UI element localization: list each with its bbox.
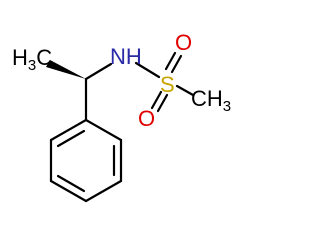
ch3-left-h: H [12, 45, 28, 70]
ch3-right-label: CH3 [191, 86, 231, 115]
ring-bond-6 [49, 118, 88, 142]
ch3-right-ch: CH [191, 86, 223, 111]
sulfur-label: S [160, 72, 175, 97]
s-o-bottom-bond-a [150, 90, 163, 110]
nh-label: NH [110, 44, 142, 69]
s-o-top-bond-b [170, 54, 183, 74]
nh-to-s-bond [134, 61, 161, 79]
ring-bond-4 [49, 179, 88, 203]
ring-inner-bond-2 [56, 129, 86, 148]
s-to-ch3-bond [175, 84, 195, 97]
structure-canvas: H3C NH S O O CH3 [12, 30, 232, 203]
ring-bond-3 [84, 179, 123, 203]
chiral-to-nh-bond [84, 62, 113, 81]
ch3-left-subscript: 3 [28, 57, 36, 74]
ch3-right-subscript: 3 [223, 98, 231, 115]
wedge-bond [46, 60, 86, 79]
oxygen-bottom-label: O [138, 106, 155, 131]
ring-bond-1 [84, 118, 123, 142]
s-o-bottom-bond-b [156, 93, 169, 113]
ch3-left-label: H3C [12, 45, 52, 74]
s-o-top-bond-a [164, 51, 177, 71]
oxygen-top-label: O [175, 30, 192, 55]
ch3-left-c: C [36, 45, 52, 70]
molecule-diagram: H3C NH S O O CH3 [12, 30, 231, 203]
bonds [49, 51, 195, 203]
ring-inner-bond-3 [56, 174, 86, 193]
